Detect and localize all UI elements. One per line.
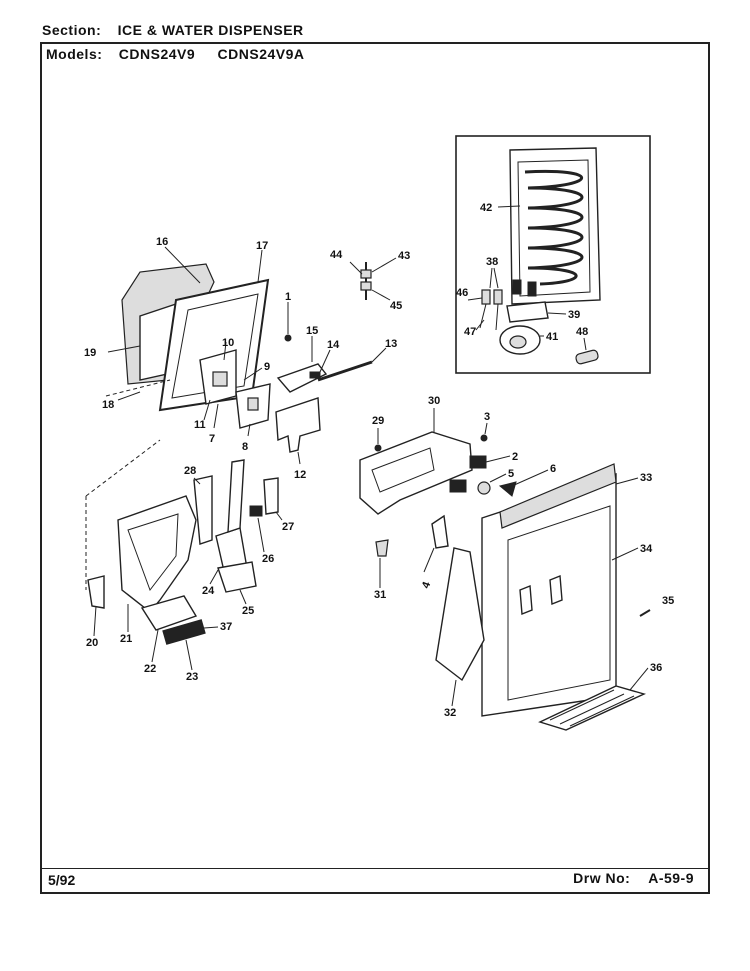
callout-36: 36 (650, 662, 662, 674)
callout-33: 33 (640, 472, 652, 484)
drawing-frame (40, 42, 710, 894)
actuator-lever-assembly (87, 459, 279, 645)
callout-10: 10 (222, 337, 234, 349)
callout-20: 20 (86, 637, 98, 649)
callout-24: 24 (202, 585, 215, 597)
callout-44: 44 (330, 249, 343, 261)
callout-32: 32 (444, 707, 456, 719)
callout-30: 30 (428, 395, 440, 407)
callout-48: 48 (576, 326, 588, 338)
callout-12: 12 (294, 469, 306, 481)
callout-14: 14 (327, 339, 340, 351)
callout-19: 19 (84, 347, 96, 359)
drawing-date: 5/92 (48, 872, 76, 888)
callout-37: 37 (220, 621, 232, 633)
model-number-2: CDNS24V9A (217, 46, 305, 62)
callout-46: 46 (456, 287, 468, 299)
callout-5: 5 (508, 468, 514, 480)
heater-inset (455, 135, 651, 374)
callout-23: 23 (186, 671, 198, 683)
callout-31: 31 (374, 589, 386, 601)
section-label: Section: (42, 22, 102, 38)
callout-39: 39 (568, 309, 580, 321)
callout-29: 29 (372, 415, 384, 427)
callout-42: 42 (480, 202, 492, 214)
callout-38: 38 (486, 256, 498, 268)
model-number-1: CDNS24V9 (118, 46, 196, 62)
callout-13: 13 (385, 338, 397, 350)
callout-34: 34 (640, 543, 653, 555)
callout-2: 2 (512, 451, 518, 463)
section-title: ICE & WATER DISPENSER (117, 22, 304, 38)
drawing-number-block: Drw No: A-59-9 (573, 870, 694, 886)
section-heading: Section: ICE & WATER DISPENSER (42, 22, 304, 38)
models-label: Models: (46, 46, 103, 62)
dispenser-housing (359, 431, 651, 731)
callout-11: 11 (194, 419, 206, 431)
callout-45: 45 (390, 300, 402, 312)
callout-26: 26 (262, 553, 274, 565)
callout-43: 43 (398, 250, 410, 262)
callout-6: 6 (550, 463, 556, 475)
callout-35: 35 (662, 595, 674, 607)
callout-4: 4 (420, 579, 434, 590)
callout-15: 15 (306, 325, 318, 337)
callout-25: 25 (242, 605, 254, 617)
models-heading: Models: CDNS24V9 CDNS24V9A (46, 46, 323, 62)
callout-27: 27 (282, 521, 294, 533)
callout-9: 9 (264, 361, 270, 373)
part-callouts: 16 17 1 15 14 13 19 18 10 9 11 7 8 12 44… (84, 202, 674, 719)
callout-1: 1 (285, 291, 291, 303)
callout-16: 16 (156, 236, 168, 248)
callout-21: 21 (120, 633, 132, 645)
callout-3: 3 (484, 411, 490, 423)
ice-chute-assembly (121, 263, 373, 453)
callout-47: 47 (464, 326, 476, 338)
callout-41: 41 (546, 331, 558, 343)
callout-8: 8 (242, 441, 248, 453)
drawing-number-label: Drw No: (573, 870, 631, 886)
callout-17: 17 (256, 240, 268, 252)
water-valve-fitting (360, 262, 372, 300)
drawing-number: A-59-9 (648, 870, 694, 886)
callout-18: 18 (102, 399, 114, 411)
callout-7: 7 (209, 433, 215, 445)
footer-divider (40, 868, 710, 869)
callout-22: 22 (144, 663, 156, 675)
callout-28: 28 (184, 465, 196, 477)
